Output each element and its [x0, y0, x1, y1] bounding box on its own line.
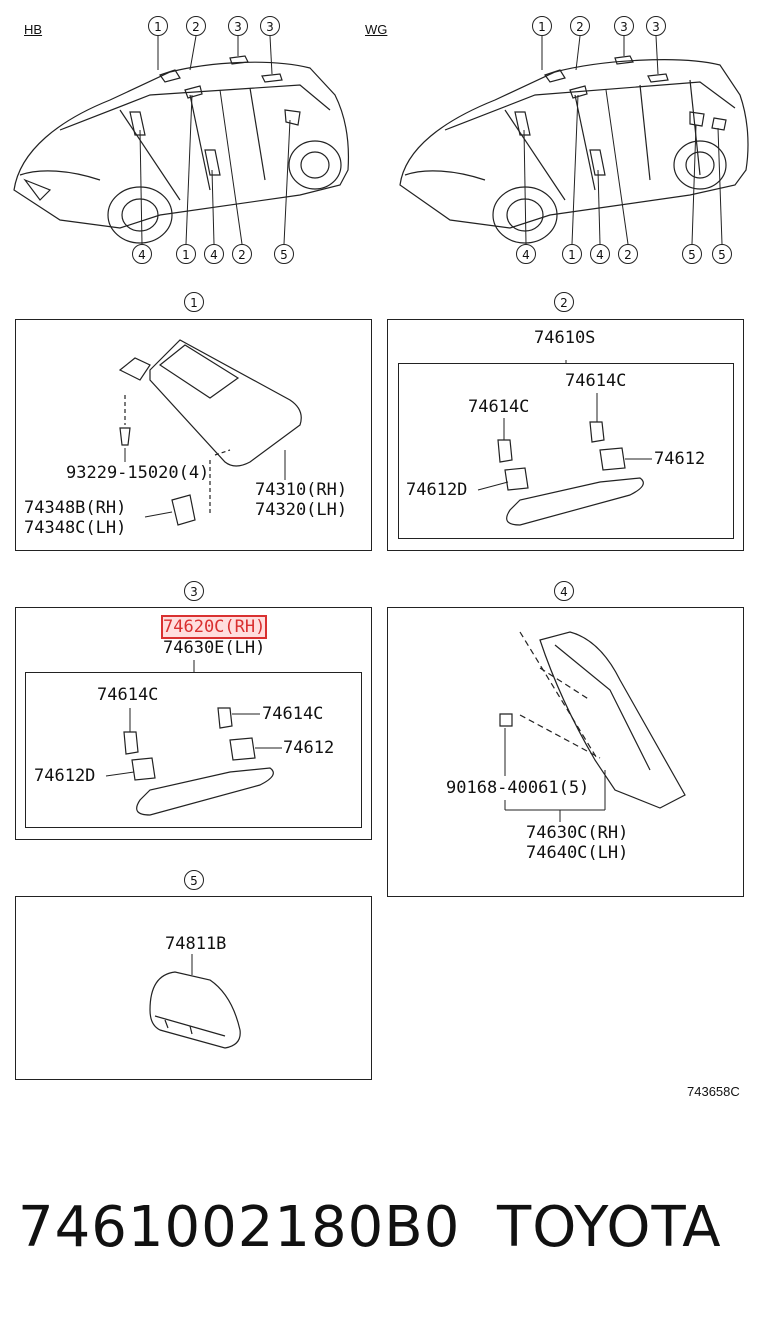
- panel-3-number: 3: [184, 581, 204, 601]
- wg-callout-1[interactable]: 1: [532, 16, 552, 36]
- grip-clip-b-label: 74614C: [565, 371, 627, 391]
- wg-callout-3b[interactable]: 3: [646, 16, 666, 36]
- variant-tag-wg: WG: [365, 22, 388, 37]
- wg-callout-2[interactable]: 2: [570, 16, 590, 36]
- panel-3-box: [15, 607, 372, 840]
- grip-rh-label-highlighted[interactable]: 74620C(RH): [160, 615, 268, 639]
- panel-5-box: [15, 896, 372, 1080]
- garnish-rh-label: 74630C(RH): [526, 823, 629, 843]
- panel-2-box: [387, 319, 744, 551]
- panel-1-number: 1: [184, 292, 204, 312]
- grip-cap-l-label: 74612D: [406, 480, 468, 500]
- grip-clip-a-label: 74614C: [468, 397, 530, 417]
- panel-3-inner-box: [25, 672, 362, 828]
- cover-part-label: 74811B: [165, 934, 227, 954]
- hb-callout-5[interactable]: 5: [274, 244, 294, 264]
- visor-holder-lh-label: 74348C(LH): [24, 518, 127, 538]
- hb-callout-2[interactable]: 2: [186, 16, 206, 36]
- panel-5-number: 5: [184, 870, 204, 890]
- garnish-clip-label: 90168-40061(5): [446, 778, 590, 798]
- wg-callout-4b[interactable]: 4: [590, 244, 610, 264]
- hb-callout-2b[interactable]: 2: [232, 244, 252, 264]
- hb-callout-1b[interactable]: 1: [176, 244, 196, 264]
- wg-callout-3a[interactable]: 3: [614, 16, 634, 36]
- wg-callout-2b[interactable]: 2: [618, 244, 638, 264]
- wg-callout-4a[interactable]: 4: [516, 244, 536, 264]
- panel-1-box: [15, 319, 372, 551]
- panel-2-number: 2: [554, 292, 574, 312]
- grip-assembly-label: 74610S: [534, 328, 596, 348]
- panel-4-box: [387, 607, 744, 897]
- rear-grip-clip-b-label: 74614C: [262, 704, 324, 724]
- panel-2-inner-box: [398, 363, 734, 539]
- wg-callout-1b[interactable]: 1: [562, 244, 582, 264]
- grip-lh-label: 74630E(LH): [163, 638, 266, 658]
- garnish-lh-label: 74640C(LH): [526, 843, 629, 863]
- hb-callout-3a[interactable]: 3: [228, 16, 248, 36]
- hb-callout-4a[interactable]: 4: [132, 244, 152, 264]
- visor-holder-rh-label: 74348B(RH): [24, 498, 127, 518]
- visor-rh-label: 74310(RH): [255, 480, 348, 500]
- hb-callout-1[interactable]: 1: [148, 16, 168, 36]
- hb-callout-4b[interactable]: 4: [204, 244, 224, 264]
- screw-part-label: 93229-15020(4): [66, 463, 210, 483]
- grip-cap-r-label: 74612: [654, 449, 706, 469]
- rear-grip-cap-r-label: 74612: [283, 738, 335, 758]
- wg-callout-5a[interactable]: 5: [682, 244, 702, 264]
- part-number: 7461002180B0: [18, 1195, 461, 1260]
- variant-tag-hb: HB: [24, 22, 43, 37]
- figure-code: 743658C: [687, 1084, 740, 1099]
- panel-4-number: 4: [554, 581, 574, 601]
- rear-grip-cap-l-label: 74612D: [34, 766, 96, 786]
- wg-callout-5b[interactable]: 5: [712, 244, 732, 264]
- brand-name: TOYOTA: [497, 1195, 722, 1260]
- visor-lh-label: 74320(LH): [255, 500, 348, 520]
- hb-callout-3b[interactable]: 3: [260, 16, 280, 36]
- rear-grip-clip-a-label: 74614C: [97, 685, 159, 705]
